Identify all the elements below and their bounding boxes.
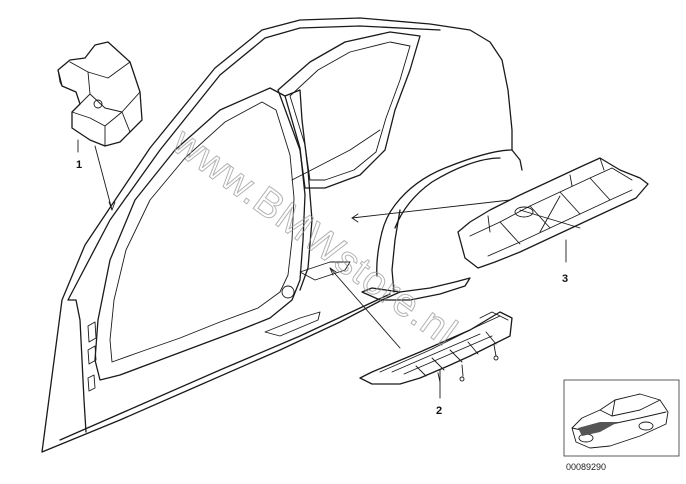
part-label-2: 2 xyxy=(436,405,442,417)
part-1-bracket xyxy=(57,41,143,147)
thumbnail-code: 00089290 xyxy=(566,462,606,472)
watermark-text: www.BMWstore.nl xyxy=(164,119,465,355)
leader-lines xyxy=(77,139,567,399)
thumbnail-frame xyxy=(563,379,680,457)
thumbnail-car-icon xyxy=(571,393,669,449)
body-side-frame xyxy=(41,17,523,453)
panel-hole xyxy=(514,206,534,218)
part-label-3: 3 xyxy=(562,273,568,285)
part-label-1: 1 xyxy=(76,159,82,171)
part-2-tray xyxy=(359,311,513,385)
thumbnail: 00089290 xyxy=(563,379,680,472)
part-3-panel xyxy=(361,157,649,301)
b-pillar-hole xyxy=(281,285,295,299)
